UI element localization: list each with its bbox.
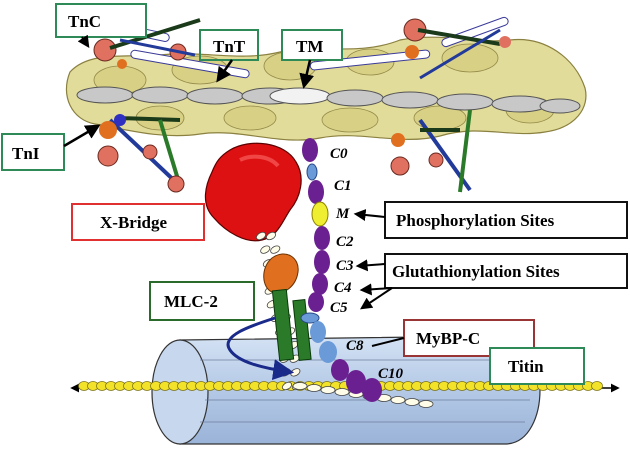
essential-light-chain xyxy=(263,253,299,294)
domain-c4-label: C4 xyxy=(334,280,352,296)
label-mybpc-text: MyBP-C xyxy=(416,329,480,348)
domain-c5-label: C5 xyxy=(330,300,348,316)
domain-c3-label: C3 xyxy=(336,258,354,274)
myosin-tail-bead xyxy=(320,386,336,394)
domain-m-label: M xyxy=(335,206,350,222)
domain-c2-shape xyxy=(314,226,330,250)
myosin-tail-bead xyxy=(334,388,350,396)
label-phosphorylation-text: Phosphorylation Sites xyxy=(396,211,555,230)
tropomyosin-strand xyxy=(76,86,581,114)
myosin-neck-bead xyxy=(255,231,267,241)
titin-filament xyxy=(70,381,620,393)
troponin-complex-right xyxy=(390,109,472,193)
domain-c10-label: C10 xyxy=(378,366,404,382)
label-tnt-text: TnT xyxy=(213,37,246,56)
label-tm: TM xyxy=(281,29,343,89)
domain-c8-label: C8 xyxy=(346,338,364,354)
myosin-neck-bead xyxy=(265,231,277,241)
domain-c5-shape xyxy=(308,292,324,312)
myosin-neck-bead xyxy=(260,245,271,254)
myosin-tail-bead xyxy=(404,398,420,406)
domain-c2-label: C2 xyxy=(336,234,354,250)
label-tnt: TnT xyxy=(199,29,259,83)
label-tni-text: TnI xyxy=(12,144,40,163)
myosin-tail-bead xyxy=(390,396,406,404)
troponin-complex-left xyxy=(97,114,185,193)
label-x-bridge-text: X-Bridge xyxy=(100,213,168,232)
label-mybpc: MyBP-C xyxy=(371,319,535,357)
domain-c4-shape xyxy=(312,273,328,295)
domain-m-shape xyxy=(311,201,329,227)
myosin-neck-bead xyxy=(281,381,293,391)
domain-linker-1 xyxy=(306,163,318,181)
domain-c1-label: C1 xyxy=(334,178,352,194)
domain-c1-shape xyxy=(308,180,324,204)
mlc2-interaction-arrow xyxy=(226,316,295,381)
titin-bead xyxy=(591,381,603,391)
label-tni: TnI xyxy=(1,124,101,171)
myosin-tail-bead xyxy=(418,400,434,408)
troponin-complex-top-left xyxy=(93,18,201,69)
myosin-head xyxy=(204,142,302,242)
label-mlc2-text: MLC-2 xyxy=(164,292,218,311)
domain-c3-shape xyxy=(314,250,330,274)
label-glutathionylation-text: Glutathionylation Sites xyxy=(392,262,560,281)
label-x-bridge: X-Bridge xyxy=(71,203,205,241)
domain-c0-label: C0 xyxy=(330,146,348,162)
label-phosphorylation: Phosphorylation Sites xyxy=(353,201,628,239)
domain-c0-shape xyxy=(302,138,318,162)
label-titin: Titin xyxy=(489,347,585,385)
label-mlc2: MLC-2 xyxy=(149,281,255,321)
regulatory-light-chain xyxy=(271,288,312,362)
label-titin-text: Titin xyxy=(508,357,544,376)
myosin-tail-bead xyxy=(306,384,322,392)
label-tm-text: TM xyxy=(296,37,323,56)
mybpc-protein xyxy=(300,138,382,402)
troponin-complex-top-right xyxy=(403,18,511,80)
label-tnc: TnC xyxy=(55,3,147,48)
label-tnc-text: TnC xyxy=(68,12,101,31)
myosin-neck-bead xyxy=(270,245,281,254)
domain-linker-2 xyxy=(300,312,320,324)
myosin-tail-bead xyxy=(292,382,308,390)
label-glutathionylation: Glutathionylation Sites xyxy=(355,253,628,310)
